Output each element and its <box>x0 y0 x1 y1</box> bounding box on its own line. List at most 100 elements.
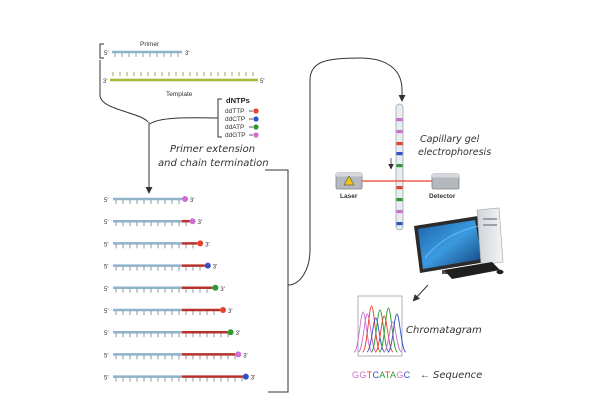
fragment-terminator-dot <box>220 307 226 313</box>
mouse <box>496 269 504 275</box>
chromatogram-peak <box>353 311 373 353</box>
sequence-label: Sequence <box>433 370 482 381</box>
fragment-3prime-label: 3' <box>220 287 224 293</box>
ddntp-item-ddctp: ddCTP <box>225 116 259 123</box>
chromatogram-peak <box>357 313 377 353</box>
legend-bracket <box>217 98 222 138</box>
primer-extension-label-line1: Primer extension <box>170 144 255 155</box>
ddntp-label: ddCTP <box>225 116 245 123</box>
capillary-bands <box>396 118 403 226</box>
laser-warning-icon <box>343 175 355 186</box>
fragment-3prime-label: 3' <box>190 198 194 204</box>
capillary-band <box>396 142 403 146</box>
fragment-row: 5' 3' <box>104 307 232 315</box>
sequence-base: C <box>404 370 411 380</box>
capillary-band <box>396 118 403 122</box>
fragment-terminator-dot <box>189 218 196 225</box>
sequence-base: A <box>390 370 396 380</box>
chromatogram-label: Chromatagram <box>406 325 482 336</box>
capillary-label-line2: electrophoresis <box>418 147 491 158</box>
fragment-terminator-dot <box>242 373 249 380</box>
primer-bracket <box>99 43 104 59</box>
capillary-band <box>396 222 403 226</box>
keyboard <box>444 262 500 279</box>
capillary-label-line1: Capillary gel <box>420 134 480 145</box>
computer-to-chromatogram-arrow <box>412 284 429 302</box>
capillary-band <box>396 210 403 214</box>
ddntp-label: ddATP <box>225 124 244 131</box>
chromatogram-peak <box>362 305 381 353</box>
ddntp-item-ddatp: ddATP <box>225 124 259 131</box>
capillary-band <box>396 130 403 134</box>
fragment-5prime-label: 5' <box>104 198 108 204</box>
tower-case <box>476 207 504 266</box>
ddntp-dot <box>253 108 259 114</box>
fragment-5prime-label: 5' <box>104 376 108 382</box>
sequence-base: G <box>359 370 366 380</box>
primer-3prime-label: 3' <box>185 51 189 57</box>
fragment-5prime-label: 5' <box>104 309 108 315</box>
fragment-row: 5' 3' <box>104 284 225 293</box>
sequence-base: T <box>385 370 391 380</box>
chromatogram-peak <box>383 321 403 353</box>
detector-label: Detector <box>429 193 456 200</box>
sequence-arrow-icon: ← <box>420 370 430 381</box>
primer-to-extension-line <box>99 60 149 123</box>
primer-extension-label-line2: and chain termination <box>158 158 269 169</box>
ddntp-item-ddgtp: ddGTP <box>225 132 259 139</box>
template-ticks <box>112 72 254 76</box>
template-label: Template <box>166 91 193 98</box>
fragment-terminator-dot <box>197 240 204 247</box>
fragment-5prime-label: 5' <box>104 287 108 293</box>
sequence-base: T <box>367 370 373 380</box>
fragments-to-capillary-line <box>287 57 406 286</box>
sequence-base: G <box>396 370 403 380</box>
fragment-terminator-dot <box>227 329 234 336</box>
fragment-5prime-label: 5' <box>104 353 108 359</box>
fragment-3prime-label: 3' <box>198 220 202 226</box>
primer-5prime-label: 5' <box>104 51 108 57</box>
chromatogram-peak <box>387 313 407 353</box>
ddntp-label: ddTTP <box>225 108 245 115</box>
ddntp-label: ddGTP <box>225 132 246 139</box>
sequence-base: C <box>372 370 379 380</box>
chromatogram-peak <box>370 309 390 353</box>
chromatogram-peak <box>374 315 394 353</box>
capillary-tube <box>395 103 404 231</box>
chromatogram-peak <box>366 317 386 353</box>
template-strand-group: 3' 5' Template <box>103 72 264 98</box>
chromatogram-panel <box>353 295 407 357</box>
fragment-ladder: 5'3'5'3'5'3'5'3'5'3'5'3'5'3'5'3'5'3' <box>104 196 255 382</box>
sequence-base: A <box>379 370 385 380</box>
computer-icon <box>414 207 504 279</box>
fragment-terminator-dot <box>182 196 188 202</box>
fragment-terminator-dot <box>204 262 211 269</box>
dntps-to-extension-line <box>149 117 219 125</box>
chromatogram-traces <box>353 305 407 353</box>
sequence-text: GGTCATAGC <box>352 370 411 380</box>
ddntp-dot <box>253 124 259 130</box>
capillary-band <box>396 198 403 202</box>
fragment-terminator-dot <box>235 351 242 358</box>
primer-label: Primer <box>140 41 160 48</box>
capillary-band <box>396 164 403 168</box>
fragments-bracket <box>265 169 289 393</box>
fragment-3prime-label: 3' <box>205 242 209 248</box>
primer-ticks <box>114 53 179 57</box>
ddntp-item-ddttp: ddTTP <box>225 108 259 115</box>
monitor-screen <box>418 220 482 269</box>
primer-strand-group: Primer 5' 3' <box>99 41 189 59</box>
ddntp-dot <box>253 116 259 122</box>
template-3prime-label: 3' <box>103 79 107 85</box>
fragment-row: 5'3' <box>104 373 255 382</box>
capillary-band <box>396 186 403 190</box>
ddntp-dot <box>253 132 259 138</box>
fragment-row: 5' 3' <box>104 196 194 204</box>
fragment-3prime-label: 3' <box>228 309 232 315</box>
fragment-3prime-label: 3' <box>236 331 240 337</box>
fragment-5prime-label: 5' <box>104 242 108 248</box>
template-5prime-label: 5' <box>260 79 264 85</box>
